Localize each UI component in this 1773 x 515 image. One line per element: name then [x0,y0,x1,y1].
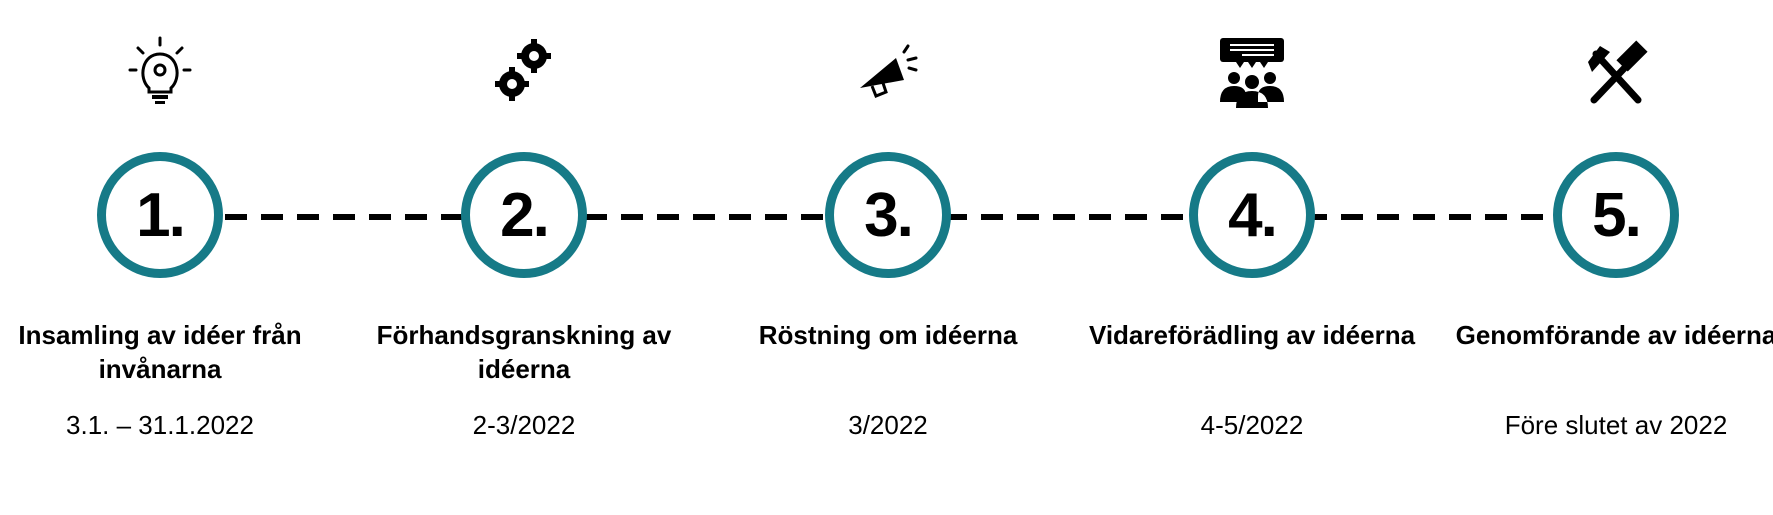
step-number-badge: 5. [1553,152,1679,278]
step-number-badge: 2. [461,152,587,278]
step-date: Före slutet av 2022 [1504,410,1728,440]
step-number-badge: 4. [1189,152,1315,278]
step-date: 3/2022 [848,410,928,440]
step-title: Förhandsgranskning av idéerna [376,320,672,384]
megaphone-icon [860,44,918,98]
step-title: Genomförande av idéerna [1455,320,1773,350]
gears-icon [495,39,551,101]
lightbulb-icon [128,36,192,104]
group-discussion-icon [1220,38,1284,108]
step-title: Röstning om idéerna [758,320,1018,350]
step-date: 4-5/2022 [1200,410,1304,440]
step-title: Vidareförädling av idéerna [1088,320,1416,350]
step-date: 2-3/2022 [472,410,576,440]
hammer-pick-icon [1588,40,1648,104]
step-date: 3.1. – 31.1.2022 [66,410,254,440]
step-number-badge: 3. [825,152,951,278]
step-title: Insamling av idéer från invånarna [18,320,302,384]
step-number-badge: 1. [97,152,223,278]
